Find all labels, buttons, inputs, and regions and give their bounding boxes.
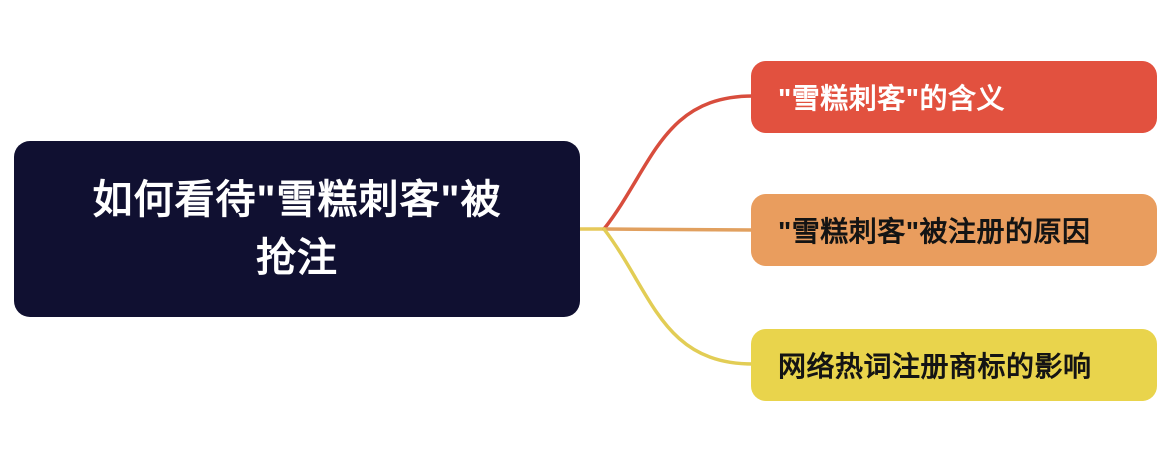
root-label-line-2: 抢注 xyxy=(256,236,338,280)
link-branch-top xyxy=(602,94,755,231)
link-branch-bottom xyxy=(602,227,755,366)
root-label-line-1: 如何看待"雪糕刺客"被 xyxy=(92,178,502,222)
branch-node-label: 网络热词注册商标的影响 xyxy=(778,351,1092,382)
root-node[interactable]: 如何看待"雪糕刺客"被 抢注 xyxy=(14,141,580,317)
branch-node-impact[interactable]: 网络热词注册商标的影响 xyxy=(751,329,1157,401)
branch-node-label: "雪糕刺客"被注册的原因 xyxy=(778,216,1091,247)
link-branch-middle xyxy=(602,227,755,232)
branch-node-meaning[interactable]: "雪糕刺客"的含义 xyxy=(751,61,1157,133)
branch-node-label: "雪糕刺客"的含义 xyxy=(778,83,1006,114)
branch-node-reason[interactable]: "雪糕刺客"被注册的原因 xyxy=(751,194,1157,266)
root-node-label: 如何看待"雪糕刺客"被 抢注 xyxy=(93,171,502,287)
